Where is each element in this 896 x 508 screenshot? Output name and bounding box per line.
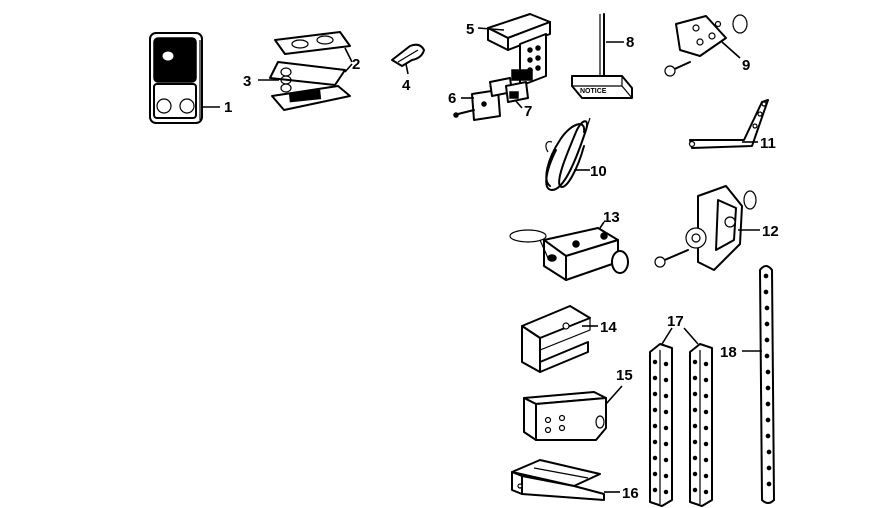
part-9-door-bracket[interactable] <box>664 14 748 77</box>
part-8-notice-tag[interactable]: NOTICE <box>571 13 633 99</box>
part-1-wall-control[interactable] <box>149 32 203 124</box>
part-13-emergency-release[interactable] <box>509 227 629 281</box>
callout-9: 9 <box>742 57 750 74</box>
part-18-perforated-strap[interactable] <box>759 265 775 504</box>
callout-4: 4 <box>402 77 411 94</box>
part-12-header-bracket[interactable] <box>654 185 757 271</box>
callout-1: 1 <box>224 99 232 116</box>
part-6-sensor-plate[interactable] <box>453 89 501 121</box>
part-3-batteries[interactable] <box>280 67 292 93</box>
leader-15 <box>605 385 623 405</box>
notice-label: NOTICE <box>580 88 607 95</box>
callout-5: 5 <box>466 21 474 38</box>
part-4-visor-clip[interactable] <box>391 43 425 67</box>
leader-5 <box>477 27 505 31</box>
leader-2 <box>344 47 353 63</box>
leader-9 <box>721 41 741 59</box>
callout-11: 11 <box>760 135 776 152</box>
leader-17b <box>683 327 699 345</box>
callout-16: 16 <box>622 485 639 502</box>
part-16-l-bracket[interactable] <box>511 459 605 501</box>
strap-holes <box>763 273 772 487</box>
part-10-coiled-wire[interactable] <box>545 117 591 191</box>
callout-7: 7 <box>524 103 532 120</box>
leader-17a <box>661 327 673 345</box>
angle-iron-holes <box>652 359 709 495</box>
part-17-angle-irons[interactable] <box>649 343 713 507</box>
part-7-sensor-housing[interactable] <box>489 77 529 103</box>
leader-13 <box>599 221 605 229</box>
callout-15: 15 <box>616 367 633 384</box>
callout-10: 10 <box>590 163 607 180</box>
callout-14: 14 <box>600 319 617 336</box>
callout-18: 18 <box>720 344 737 361</box>
callout-12: 12 <box>762 223 779 240</box>
part-5-sensor-bracket[interactable] <box>487 13 551 87</box>
part-14-u-bracket[interactable] <box>521 305 591 373</box>
callout-17: 17 <box>667 313 684 330</box>
leader-7 <box>514 99 523 109</box>
callout-6: 6 <box>448 90 456 107</box>
part-11-curved-arm[interactable] <box>688 99 769 149</box>
callout-8: 8 <box>626 34 634 51</box>
callout-2: 2 <box>352 56 360 73</box>
leader-4 <box>405 63 409 75</box>
part-15-angle-bracket[interactable] <box>523 391 607 441</box>
part-2-remote-cover[interactable] <box>269 31 351 111</box>
callout-13: 13 <box>603 209 620 226</box>
callout-3: 3 <box>243 73 251 90</box>
